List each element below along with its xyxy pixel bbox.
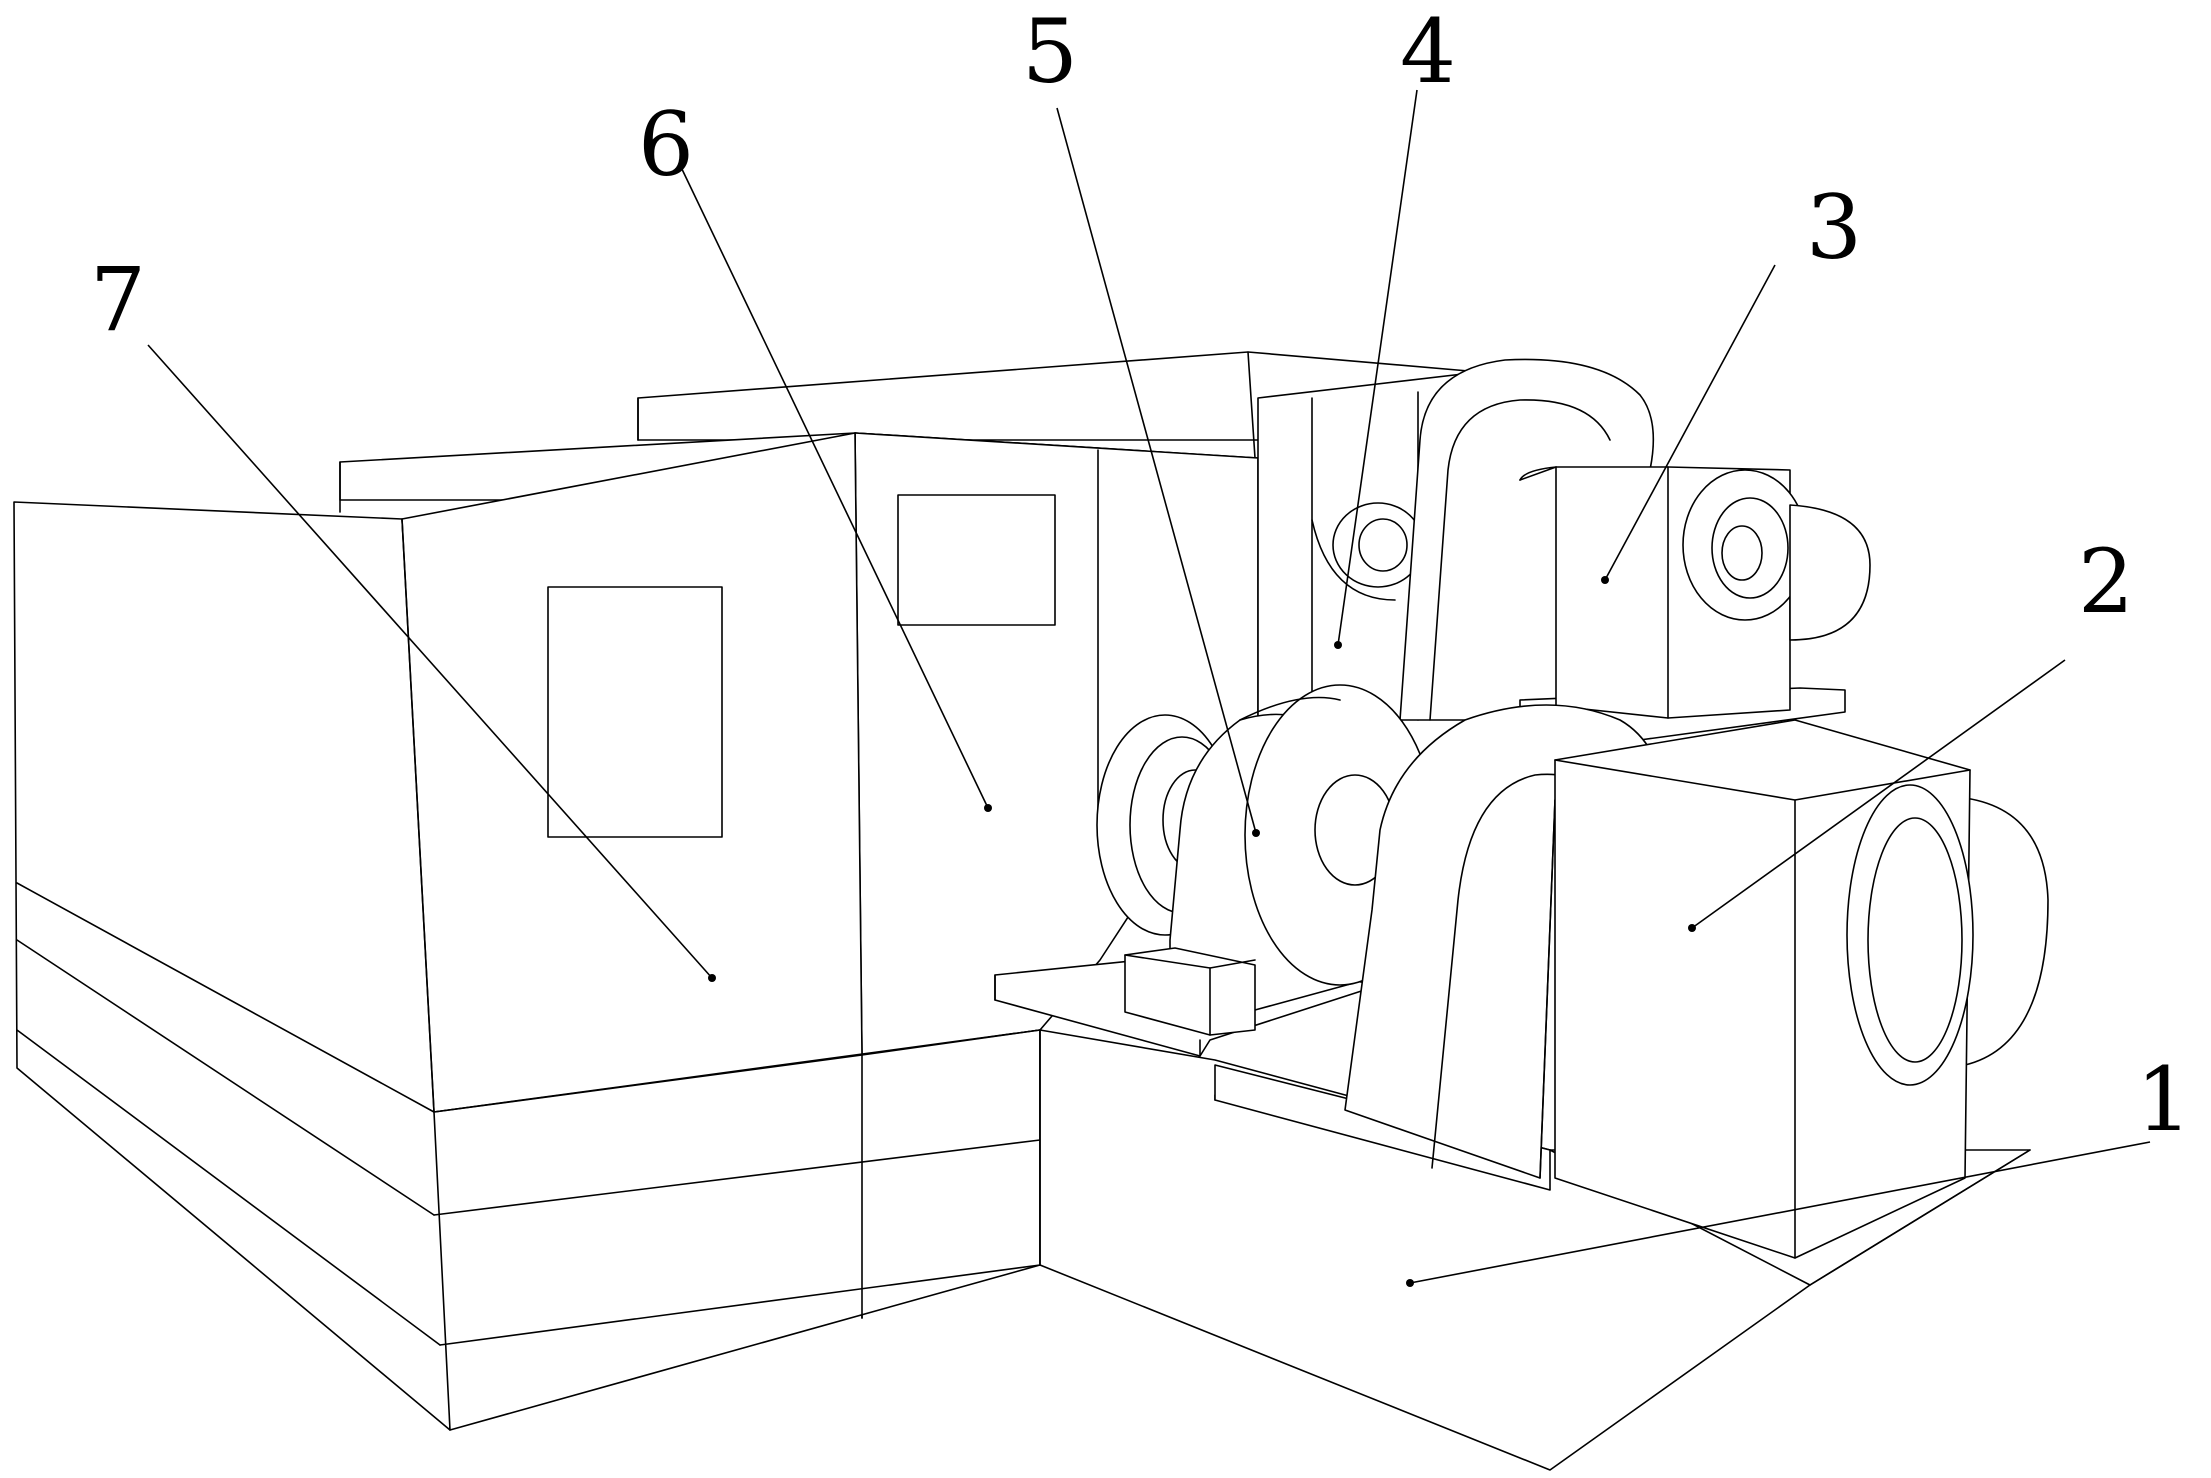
leader-line-7 [147,344,713,979]
label-5: 5 [1022,0,1078,103]
dot-1 [1406,1279,1414,1287]
dot-7 [708,974,716,982]
label-6: 6 [638,93,694,196]
leader-line-4 [1337,89,1418,646]
label-7: 7 [90,248,146,351]
dot-4 [1334,641,1342,649]
leader-line-6 [679,164,989,809]
leader-line-2 [1691,659,2066,929]
label-3: 3 [1806,176,1862,279]
dot-6 [984,804,992,812]
leader-lines [147,89,2151,1284]
left-window [547,586,723,838]
part-labels: 1 2 3 4 5 6 7 [90,0,2192,1151]
front-motor-box [1554,719,2049,1259]
leader-line-1 [1409,1141,2151,1284]
label-4: 4 [1400,0,1456,103]
dot-3 [1601,576,1609,584]
middle-window [897,494,1056,626]
left-housing [13,432,1041,1431]
rear-roller-assembly [1399,358,1871,741]
dot-2 [1688,924,1696,932]
leader-dots [708,576,1696,1287]
label-2: 2 [2078,530,2134,633]
leader-line-5 [1056,107,1257,834]
dot-5 [1252,829,1260,837]
label-1: 1 [2136,1048,2192,1151]
leader-line-3 [1604,264,1776,581]
